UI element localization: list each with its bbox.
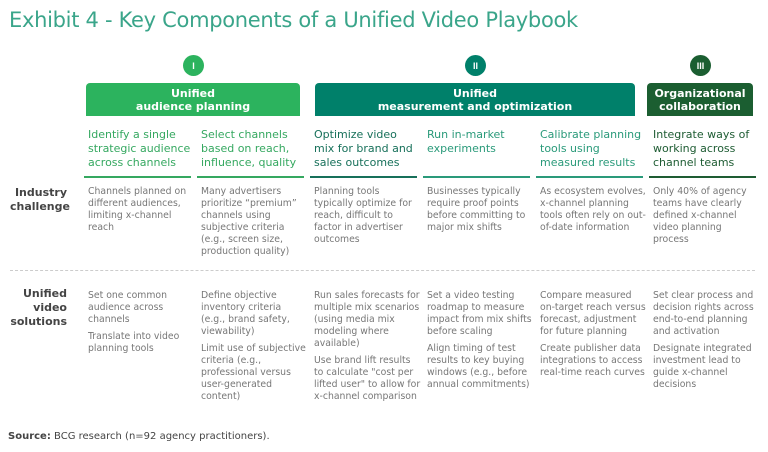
solutions-cell: Set a video testing roadmap to measure i… [427, 290, 534, 396]
solution-item: Set clear process and decision rights ac… [653, 290, 754, 337]
source-label: Source: [8, 431, 51, 442]
source-text: BCG research (n=92 agency practitioners)… [50, 431, 270, 442]
group-numeral-2: II [465, 55, 486, 76]
column-header: Integrate ways of working across channel… [649, 128, 756, 178]
solution-item: Set a video testing roadmap to measure i… [427, 290, 532, 337]
solutions-cell: Set clear process and decision rights ac… [653, 290, 760, 396]
challenge-cell: Businesses typically require proof point… [427, 186, 526, 233]
challenge-cell: Many advertisers prioritize “premium” ch… [201, 186, 297, 257]
row-label-unified-video-solutions: Unified video solutions [10, 287, 67, 328]
solution-item: Create publisher data integrations to ac… [540, 343, 645, 378]
group-title-line2: measurement and optimization [377, 99, 573, 113]
solution-item: Compare measured on-target reach versus … [540, 290, 646, 337]
group-title-line1: Unified [170, 86, 216, 100]
source-note: Source: BCG research (n=92 agency practi… [8, 431, 270, 442]
solution-item: Designate integrated investment lead to … [653, 343, 752, 390]
column-header: Identify a single strategic audience acr… [84, 128, 191, 178]
column-header: Select channels based on reach, influenc… [197, 128, 304, 178]
group-title-line2: collaboration [659, 99, 741, 113]
solution-item: Translate into video planning tools [88, 331, 180, 354]
solutions-cell: Compare measured on-target reach versus … [540, 290, 647, 384]
group-title-line2: audience planning [135, 99, 251, 113]
row-label-industry-challenge: Industry challenge [10, 186, 70, 213]
group-numeral-3: III [690, 55, 711, 76]
group-numeral-1: I [183, 55, 204, 76]
column-header: Run in-market experiments [423, 128, 530, 178]
solutions-cell: Run sales forecasts for multiple mix sce… [314, 290, 421, 408]
solution-item: Align timing of test results to key buyi… [427, 343, 530, 390]
solution-item: Define objective inventory criteria (e.g… [201, 290, 290, 337]
divider [10, 270, 755, 271]
page-title: Exhibit 4 - Key Components of a Unified … [9, 8, 578, 32]
solution-item: Limit use of subjective criteria (e.g., … [201, 343, 306, 402]
challenge-cell: Channels planned on different audiences,… [88, 186, 187, 233]
solution-item: Use brand lift results to calculate "cos… [314, 355, 421, 402]
solution-item: Set one common audience across channels [88, 290, 167, 325]
column-header: Optimize video mix for brand and sales o… [310, 128, 417, 178]
group-title-line1: Unified [452, 86, 498, 100]
group-title-line1: Organizational [654, 86, 746, 100]
solutions-cell: Define objective inventory criteria (e.g… [201, 290, 308, 408]
column-header: Calibrate planning tools using measured … [536, 128, 643, 178]
challenge-cell: Only 40% of agency teams have clearly de… [653, 186, 747, 245]
challenge-cell: As ecosystem evolves, x-channel planning… [540, 186, 646, 233]
challenge-cell: Planning tools typically optimize for re… [314, 186, 412, 245]
solution-item: Run sales forecasts for multiple mix sce… [314, 290, 420, 349]
